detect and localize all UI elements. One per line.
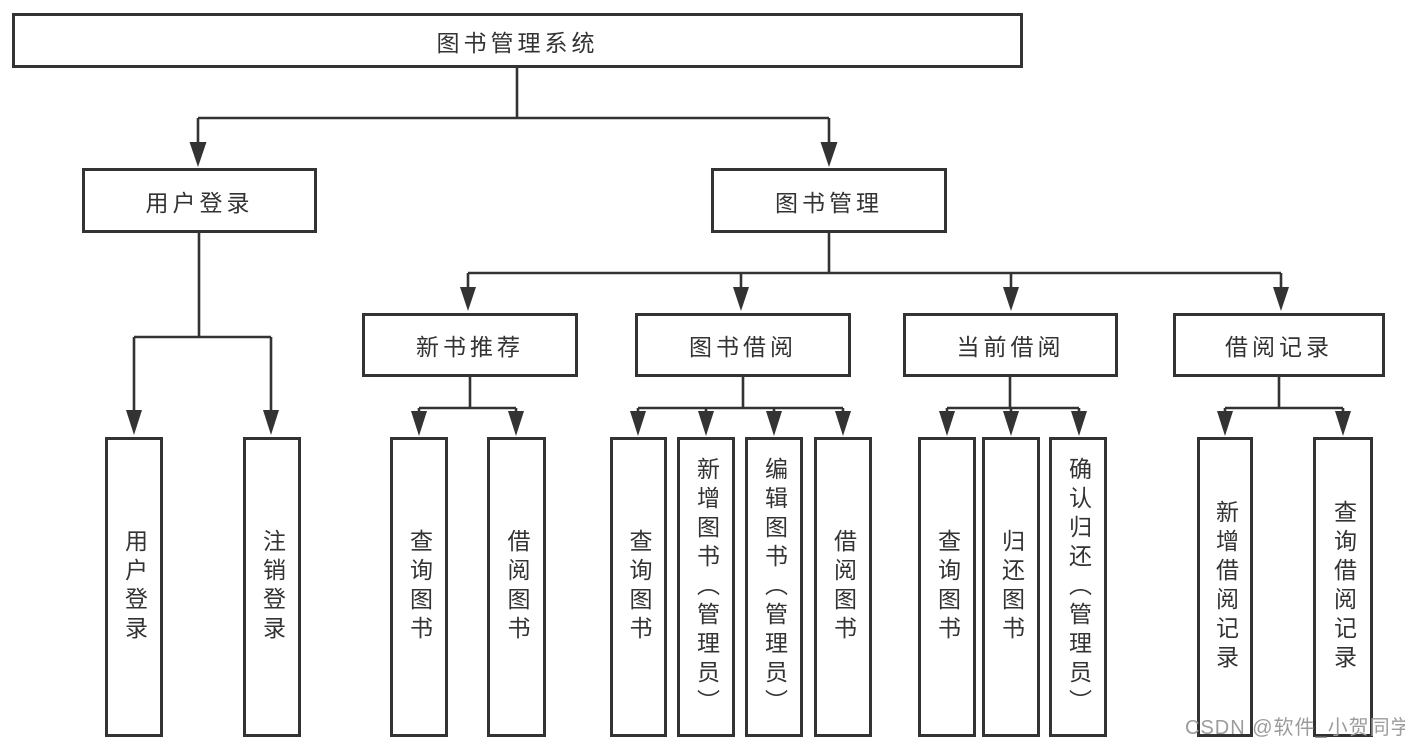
arrow-down-icon [411, 411, 427, 436]
watermark: CSDN @软件_小贺同学 [1185, 717, 1405, 739]
node-current-borrowing: 当前借阅 [903, 313, 1118, 377]
leaf-query-borrow-record: 查询借阅记录 [1313, 437, 1373, 737]
leaf-add-book-admin: 新增图书（管理员） [677, 437, 735, 737]
arrow-down-icon [766, 411, 782, 436]
arrow-down-icon [1003, 287, 1019, 311]
leaf-user-login: 用户登录 [105, 437, 163, 737]
node-book-management: 图书管理 [711, 168, 947, 233]
leaf-borrow-books-recommend: 借阅图书 [487, 437, 546, 737]
arrow-down-icon [508, 411, 524, 436]
arrow-down-icon [733, 287, 749, 311]
arrow-down-icon [630, 411, 646, 436]
arrow-down-icon [1335, 411, 1351, 436]
leaf-query-books-recommend: 查询图书 [390, 437, 448, 737]
leaf-logout: 注销登录 [243, 437, 301, 737]
leaf-confirm-return-admin: 确认归还（管理员） [1049, 437, 1107, 737]
arrow-down-icon [1273, 287, 1289, 311]
arrow-down-icon [1071, 411, 1087, 436]
node-user-login: 用户登录 [82, 168, 317, 233]
arrow-down-icon [835, 411, 851, 436]
arrow-down-icon [820, 142, 838, 167]
leaf-query-books-borrowing: 查询图书 [610, 437, 667, 737]
node-new-book-recommendation: 新书推荐 [362, 313, 578, 377]
node-borrowing-records: 借阅记录 [1173, 313, 1385, 377]
leaf-return-books: 归还图书 [982, 437, 1040, 737]
leaf-edit-book-admin: 编辑图书（管理员） [745, 437, 803, 737]
arrow-down-icon [126, 410, 142, 435]
leaf-query-books-current: 查询图书 [918, 437, 976, 737]
arrow-down-icon [460, 287, 476, 311]
leaf-borrow-books-borrowing: 借阅图书 [814, 437, 872, 737]
leaf-add-borrow-record: 新增借阅记录 [1197, 437, 1253, 737]
node-root: 图书管理系统 [12, 13, 1023, 68]
arrow-down-icon [939, 411, 955, 436]
node-book-borrowing: 图书借阅 [635, 313, 851, 377]
arrow-down-icon [1003, 411, 1019, 436]
arrow-down-icon [1217, 411, 1233, 436]
arrow-down-icon [263, 410, 279, 435]
arrow-down-icon [698, 411, 714, 436]
arrow-down-icon [189, 142, 207, 167]
